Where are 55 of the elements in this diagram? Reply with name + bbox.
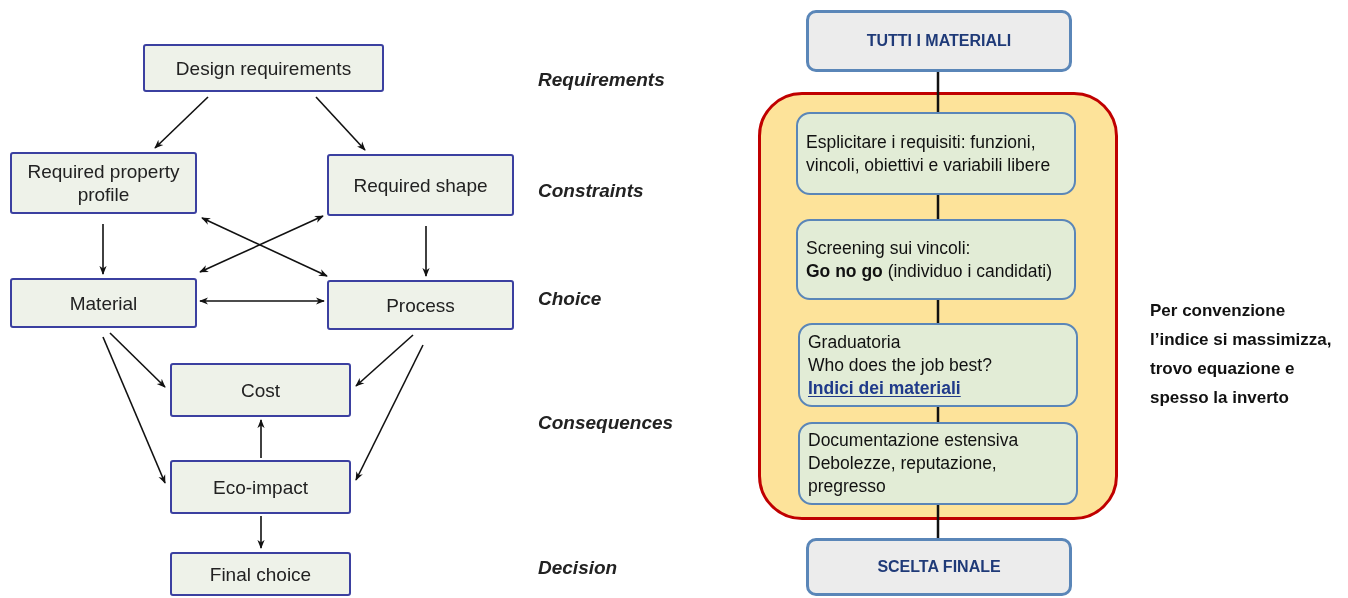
process-box (327, 154, 514, 216)
stage-label: Requirements (538, 68, 666, 92)
node-text: Who does the job best? (808, 353, 993, 377)
process-box (10, 278, 197, 328)
node-text: Design requirements (175, 56, 352, 80)
connector-line (936, 407, 940, 422)
process-box (806, 538, 1072, 596)
arrow (102, 336, 166, 484)
arrow (199, 297, 325, 305)
arrow (315, 96, 366, 151)
process-box (806, 10, 1072, 72)
node-text: Cost (240, 378, 281, 402)
process-box (10, 152, 197, 214)
node-text: Graduatoria (808, 330, 902, 354)
process-box (170, 363, 351, 417)
process-box (327, 280, 514, 330)
node-text: Eco-impact (213, 475, 308, 499)
stage-label: Choice (538, 287, 603, 311)
arrow (109, 332, 166, 388)
node-text: Final choice (209, 562, 312, 586)
process-box (170, 552, 351, 596)
arrow (422, 225, 430, 277)
connector-line (936, 300, 940, 323)
arrow (355, 344, 424, 481)
node-text: Indici dei materiali (808, 376, 962, 400)
process-box (170, 460, 351, 514)
node-text: Screening sui vincoli: (806, 236, 972, 260)
node-text: Required property profile (26, 160, 181, 206)
step-box (796, 219, 1076, 300)
step-box (798, 323, 1078, 407)
stage-label: Decision (538, 556, 619, 580)
node-text: Required shape (353, 173, 488, 197)
arrow (355, 334, 414, 387)
node-text: Go no go (individuo i candidati) (806, 259, 1054, 283)
stage-label: Constraints (538, 179, 645, 203)
node-text: Debolezze, reputazione, pregresso (808, 452, 998, 498)
node-text: Process (386, 293, 455, 317)
step-box (798, 422, 1078, 505)
connector-line (936, 195, 940, 219)
node-text: Documentazione estensiva (808, 429, 1020, 452)
note-text: Per convenzione l’indice si massimizza, trovo equazione e spesso la inverto (1150, 300, 1333, 409)
stage-label: Consequences (538, 411, 675, 435)
process-box (143, 44, 384, 92)
step-box (796, 112, 1076, 195)
node-text: Esplicitare i requisiti: funzioni, vincoli, obiettivi e variabili libere (806, 130, 1052, 177)
arrow (99, 223, 107, 275)
node-text: TUTTI I MATERIALI (866, 31, 1012, 51)
arrow (257, 515, 265, 549)
group-container (758, 92, 1118, 520)
node-text: Material (69, 291, 138, 315)
connector-line (936, 505, 940, 538)
arrow (154, 96, 209, 149)
arrow (257, 419, 265, 459)
node-text: SCELTA FINALE (877, 557, 1001, 577)
connector-line (936, 72, 940, 112)
